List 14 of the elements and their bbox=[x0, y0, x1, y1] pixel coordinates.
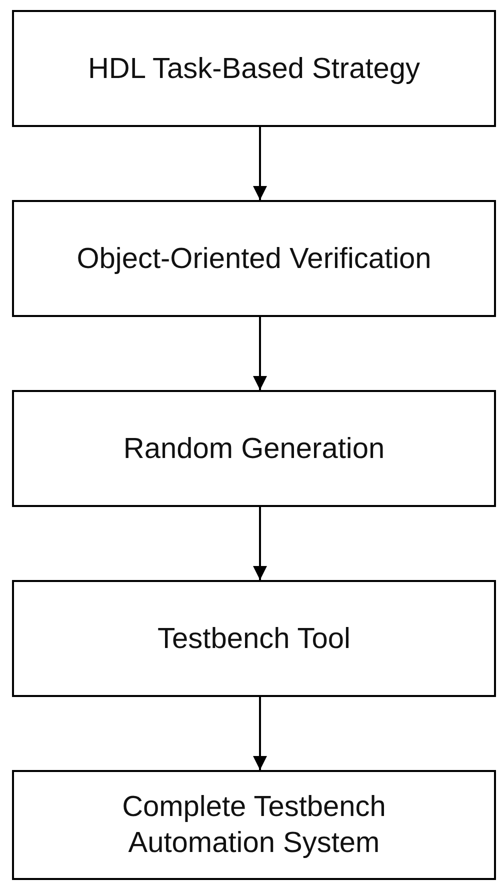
process-box bbox=[12, 770, 496, 880]
arrow bbox=[253, 127, 267, 200]
box-label: HDL Task-Based Strategy bbox=[86, 52, 422, 86]
process-box bbox=[12, 580, 496, 697]
arrow bbox=[253, 317, 267, 390]
arrow bbox=[253, 697, 267, 770]
box-label: Object-Oriented Verification bbox=[76, 242, 432, 276]
box-label: Random Generation bbox=[122, 432, 386, 466]
arrow bbox=[253, 507, 267, 580]
box-label: Testbench Tool bbox=[156, 622, 352, 656]
box-label: Complete Testbench Automation System bbox=[121, 790, 387, 861]
process-box bbox=[12, 10, 496, 127]
process-box bbox=[12, 390, 496, 507]
process-box bbox=[12, 200, 496, 317]
